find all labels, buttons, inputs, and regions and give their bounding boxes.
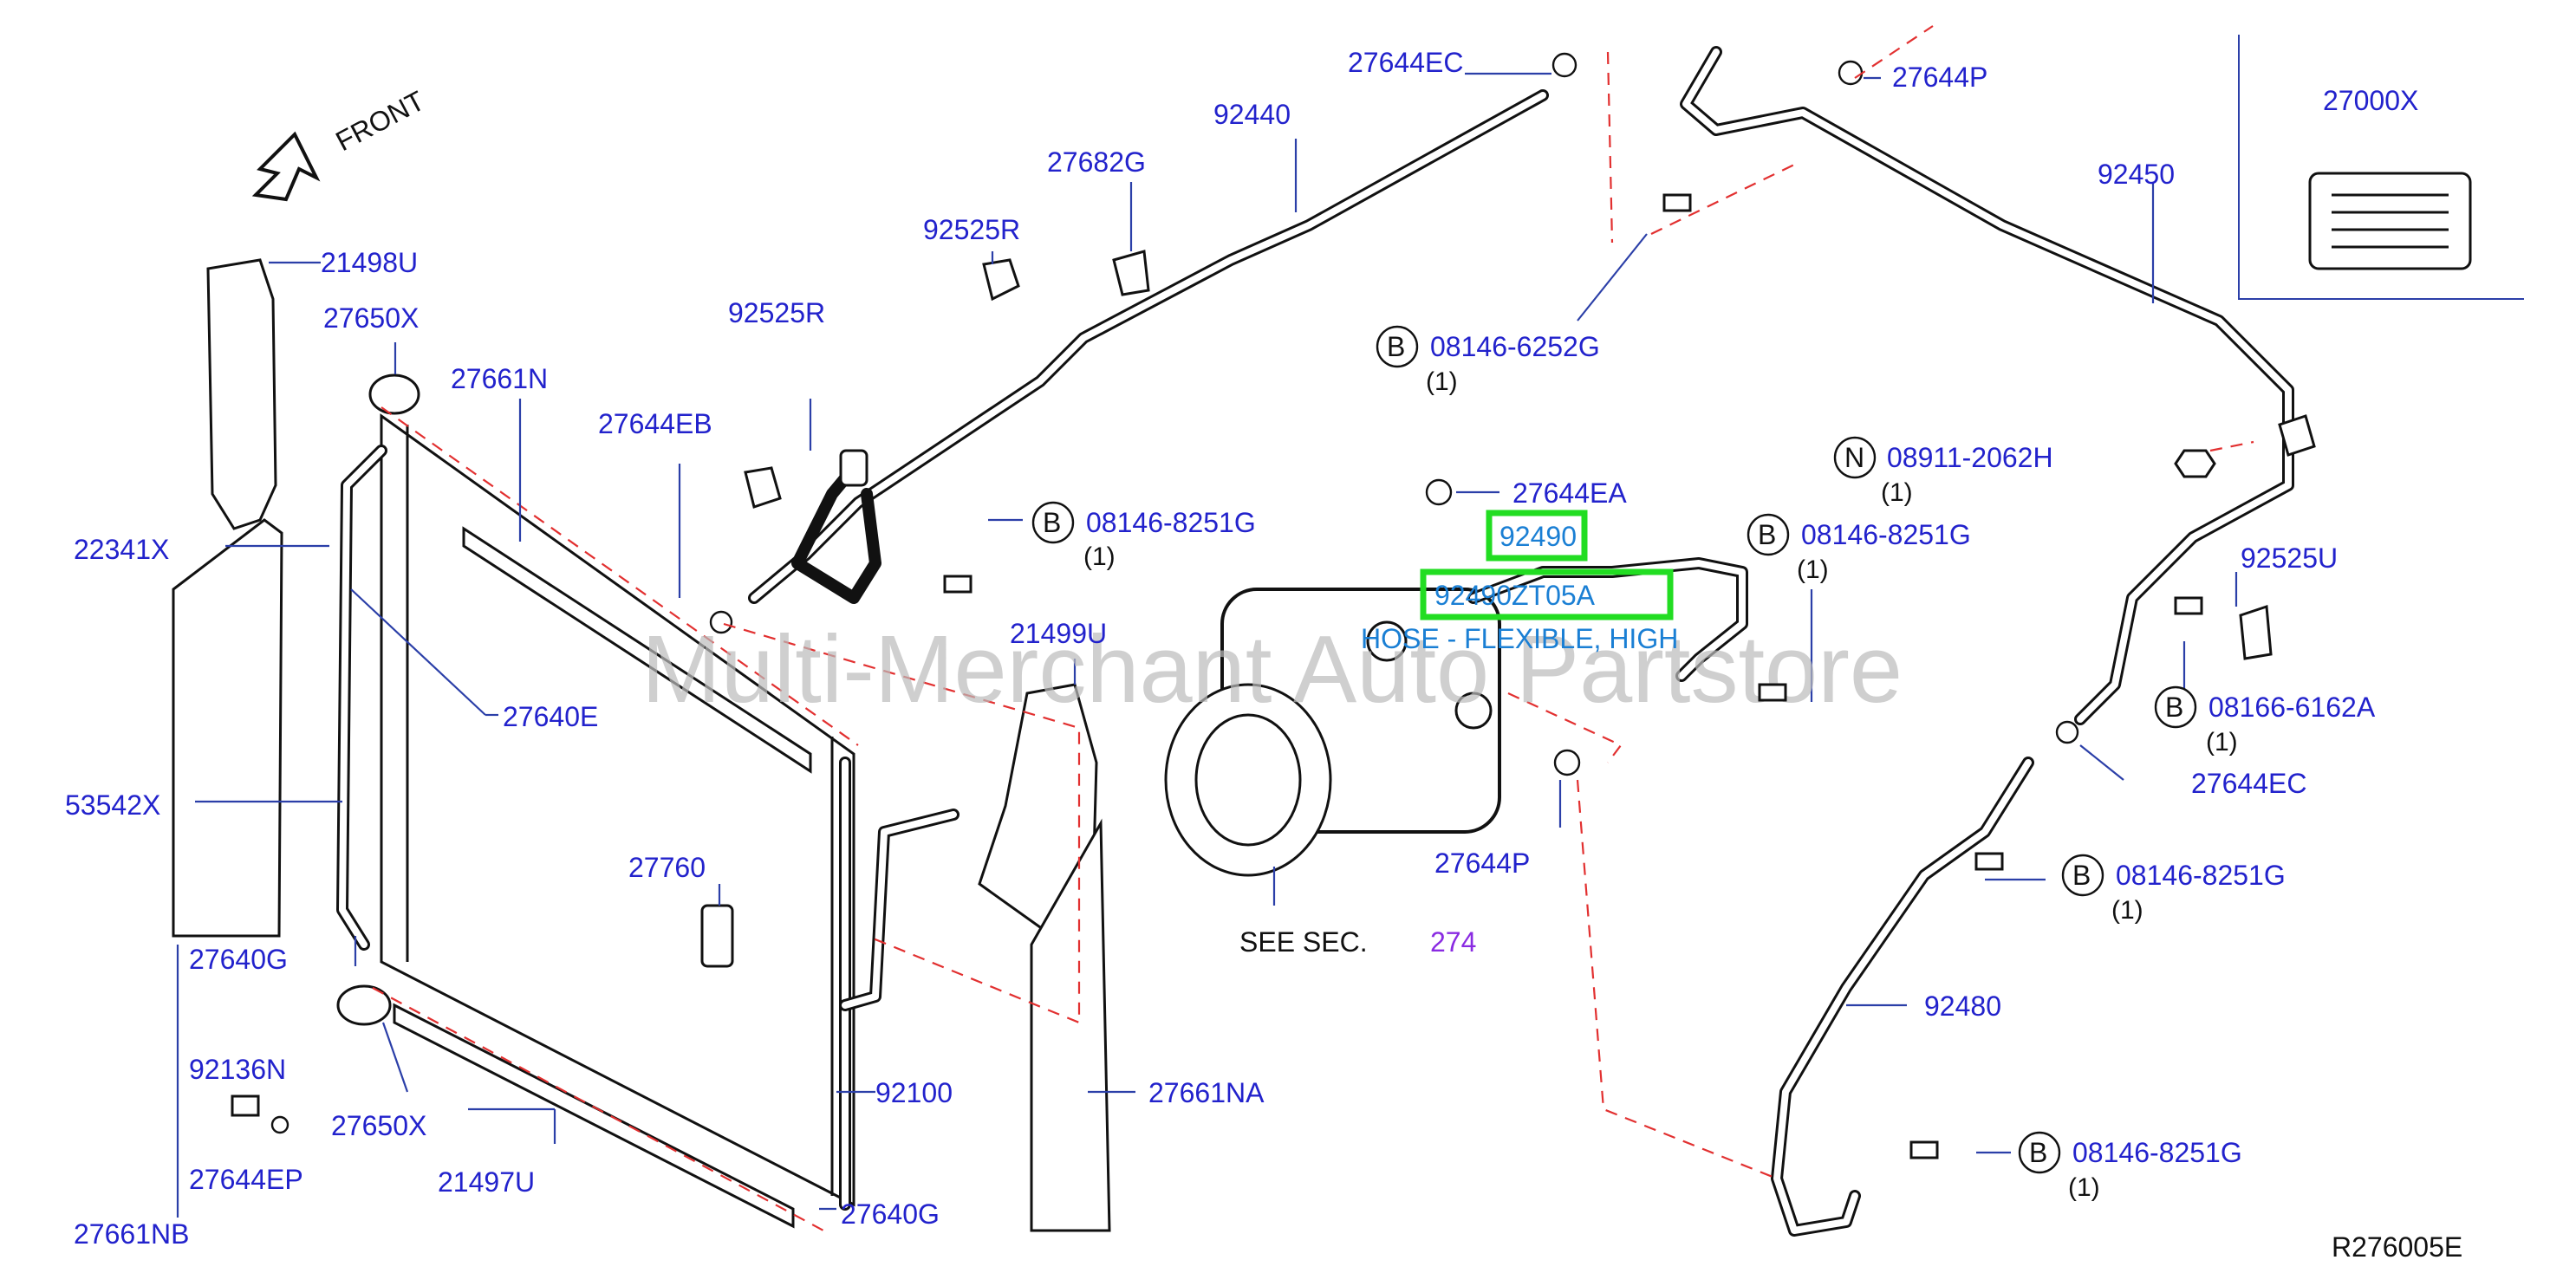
svg-text:08146-6252G: 08146-6252G <box>1430 331 1600 362</box>
svg-text:N: N <box>1844 442 1864 473</box>
label-21498U[interactable]: 21498U <box>321 247 418 278</box>
svg-text:B: B <box>1043 507 1061 538</box>
svg-text:(1): (1) <box>2206 728 2238 757</box>
label-27682G[interactable]: 27682G <box>1047 146 1146 178</box>
clip-92525U <box>2239 604 2273 660</box>
label-27661N[interactable]: 27661N <box>451 363 548 394</box>
label-92100[interactable]: 92100 <box>875 1077 953 1108</box>
svg-text:B: B <box>2165 692 2183 723</box>
section-link-274[interactable]: 274 <box>1430 926 1476 958</box>
svg-text:(1): (1) <box>2111 896 2143 925</box>
bolt-callout-08166-6162A[interactable]: B 08166-6162A (1) <box>2154 685 2376 757</box>
watermark: Multi-Merchant Auto Partstore <box>641 616 1903 723</box>
label-27644EA[interactable]: 27644EA <box>1512 477 1627 509</box>
bolt-icons <box>943 193 2216 1159</box>
svg-text:B: B <box>2029 1137 2047 1168</box>
label-27640G-right[interactable]: 27640G <box>841 1198 940 1230</box>
label-53542X[interactable]: 53542X <box>65 789 160 821</box>
label-27760[interactable]: 27760 <box>628 852 706 883</box>
label-27644EP[interactable]: 27644EP <box>189 1164 303 1195</box>
compressor <box>1164 588 1501 877</box>
label-plate-27000X <box>2308 172 2472 270</box>
svg-text:(1): (1) <box>2068 1173 2100 1202</box>
label-27640E[interactable]: 27640E <box>503 701 598 732</box>
bolt-callout-08146-8251G-a[interactable]: B 08146-8251G (1) <box>1031 501 1256 571</box>
label-27640G-left[interactable]: 27640G <box>189 944 288 975</box>
label-92525R-lower[interactable]: 92525R <box>728 297 825 328</box>
highlight-description: HOSE - FLEXIBLE, HIGH <box>1361 623 1678 654</box>
label-27661NB[interactable]: 27661NB <box>74 1218 189 1250</box>
svg-text:(1): (1) <box>1797 555 1829 584</box>
clip-27682G <box>1112 250 1150 296</box>
seal-27661NA <box>1030 818 1111 1232</box>
label-92440[interactable]: 92440 <box>1213 99 1291 130</box>
svg-text:08146-8251G: 08146-8251G <box>1801 519 1971 550</box>
highlight-label-92490[interactable]: 92490 <box>1499 521 1577 552</box>
highlight-box-92490 <box>1486 510 1588 562</box>
label-92525R-upper[interactable]: 92525R <box>923 214 1020 245</box>
svg-text:B: B <box>1758 519 1776 550</box>
condenser-92100 <box>380 413 855 1229</box>
label-27644EB[interactable]: 27644EB <box>598 408 712 439</box>
bolt-callout-08146-8251G-b[interactable]: B 08146-8251G (1) <box>1747 513 1971 584</box>
label-92136N[interactable]: 92136N <box>189 1054 286 1085</box>
label-21499U[interactable]: 21499U <box>1010 618 1107 649</box>
label-27644P-bottom[interactable]: 27644P <box>1434 848 1530 879</box>
clip-92525R-upper <box>982 258 1020 302</box>
label-27644P-top[interactable]: 27644P <box>1892 62 1987 93</box>
bolt-callout-08146-8251G-c[interactable]: B 08146-8251G (1) <box>2061 854 2286 925</box>
grommet-27650X-top <box>368 373 420 415</box>
label-92525U[interactable]: 92525U <box>2241 542 2338 574</box>
front-arrow-icon <box>251 131 321 202</box>
svg-text:08146-8251G: 08146-8251G <box>1086 507 1256 538</box>
label-27650X-top[interactable]: 27650X <box>323 302 419 334</box>
svg-text:B: B <box>2072 860 2091 891</box>
label-27644EC-top[interactable]: 27644EC <box>1348 47 1463 78</box>
sensor-27760 <box>700 904 734 968</box>
svg-text:B: B <box>1387 331 1405 362</box>
label-92450[interactable]: 92450 <box>2098 159 2175 190</box>
diagram-ref-code: R276005E <box>2332 1231 2462 1263</box>
label-92480[interactable]: 92480 <box>1924 990 2001 1022</box>
svg-text:(1): (1) <box>1083 542 1116 571</box>
highlight-box-92490ZT05A <box>1420 568 1674 620</box>
leader-lines <box>176 72 2238 1218</box>
label-27644EC-right[interactable]: 27644EC <box>2191 768 2306 799</box>
svg-text:08146-8251G: 08146-8251G <box>2072 1137 2242 1168</box>
svg-text:08911-2062H: 08911-2062H <box>1887 442 2053 473</box>
see-section-text: SEE SEC. <box>1239 926 1368 958</box>
label-27661NA[interactable]: 27661NA <box>1148 1077 1265 1108</box>
label-27650X-bottom[interactable]: 27650X <box>331 1110 426 1141</box>
clip-92525R-lower <box>744 466 782 509</box>
svg-text:(1): (1) <box>1881 478 1913 507</box>
bolt-callout-08146-6252G[interactable]: B 08146-6252G (1) <box>1376 325 1600 396</box>
label-21497U[interactable]: 21497U <box>438 1166 535 1198</box>
valve-92136N <box>231 1094 260 1117</box>
svg-text:(1): (1) <box>1426 367 1458 396</box>
svg-text:08166-6162A: 08166-6162A <box>2208 692 2376 723</box>
label-27000X[interactable]: 27000X <box>2323 85 2418 116</box>
front-label: FRONT <box>330 85 429 158</box>
baffle-21498U <box>206 258 277 530</box>
bolt-callout-08146-8251G-d[interactable]: B 08146-8251G (1) <box>2018 1131 2242 1202</box>
label-22341X[interactable]: 22341X <box>74 534 169 565</box>
highlight-label-92490ZT05A[interactable]: 92490ZT05A <box>1434 580 1596 611</box>
svg-text:08146-8251G: 08146-8251G <box>2116 860 2286 891</box>
seal-22341X <box>172 518 283 938</box>
grommet-27650X-bottom <box>336 984 392 1026</box>
nut-callout-08911-2062H[interactable]: N 08911-2062H (1) <box>1833 436 2053 507</box>
